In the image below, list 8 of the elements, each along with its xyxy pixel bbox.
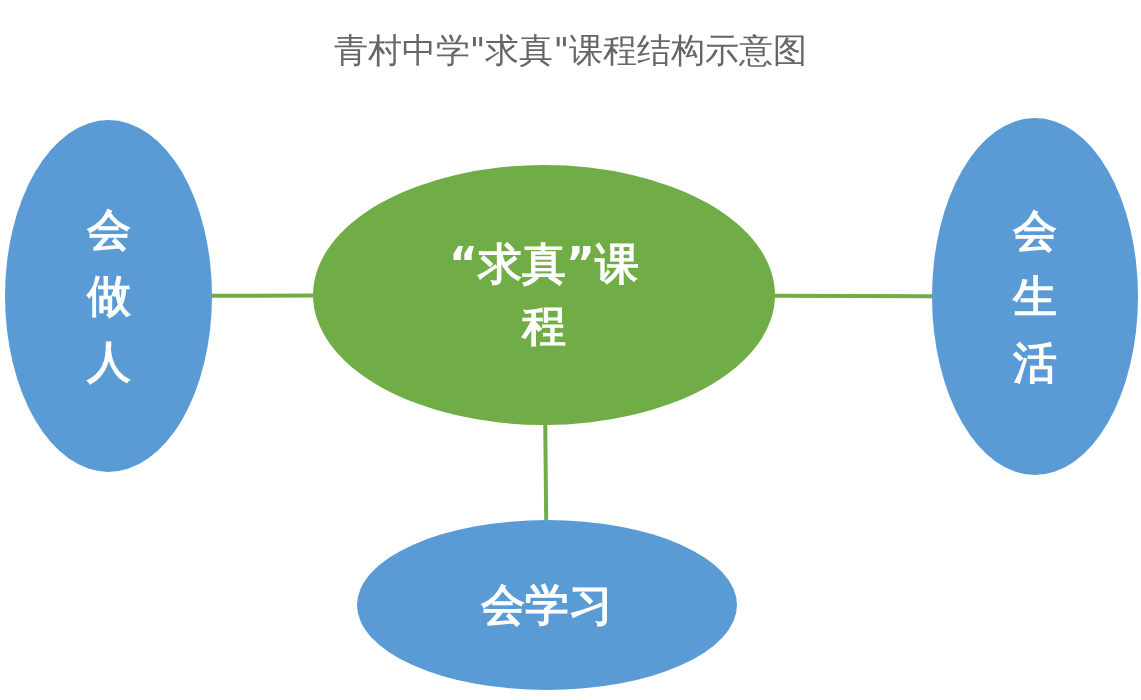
node-label: 会学习	[481, 577, 613, 632]
node-label: “求真”课程	[448, 237, 640, 353]
diagram-title: 青村中学"求真"课程结构示意图	[332, 29, 809, 72]
node-label: 会做人	[86, 203, 131, 389]
node-label: 会生活	[1013, 203, 1057, 390]
connector-line	[543, 424, 549, 521]
connector-line	[212, 293, 313, 298]
connector-line	[775, 293, 932, 299]
